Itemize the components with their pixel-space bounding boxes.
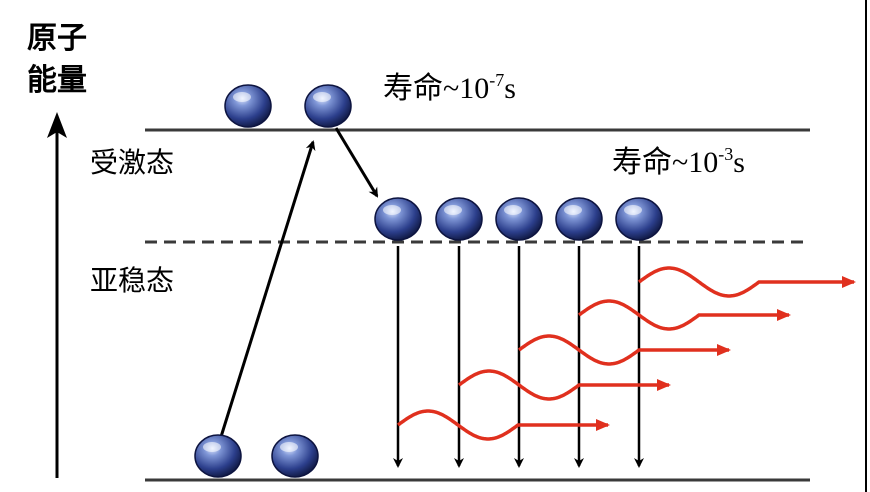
metastable-particle xyxy=(435,197,483,241)
excited-lifetime: 寿命~10-7s xyxy=(383,70,516,105)
excited-particle xyxy=(304,84,352,128)
metastable-lifetime: 寿命~10-3s xyxy=(612,144,745,179)
photon-wave xyxy=(396,409,610,441)
axis-label-line1: 原子 xyxy=(27,21,87,56)
photon-wave xyxy=(517,334,731,366)
metastable-particle xyxy=(555,197,603,241)
photon-wave xyxy=(457,369,671,401)
pump-arrow xyxy=(218,140,316,441)
metastable-particle xyxy=(374,197,422,241)
ground-particle xyxy=(194,434,242,478)
stimulated-emission-group xyxy=(393,246,644,468)
photon-wave xyxy=(637,266,856,298)
photon-wave xyxy=(577,299,791,331)
relaxation-arrow xyxy=(334,127,379,198)
metastable-particles xyxy=(374,197,663,241)
ground-particles xyxy=(194,434,319,478)
excited-level-name: 受激态 xyxy=(90,146,174,179)
axis-label-line2: 能量 xyxy=(27,63,87,98)
metastable-level-name: 亚稳态 xyxy=(90,264,174,297)
excited-particles xyxy=(224,84,352,128)
metastable-particle xyxy=(615,197,663,241)
photon-waves-group xyxy=(396,266,856,441)
metastable-particle xyxy=(495,197,543,241)
excited-particle xyxy=(224,84,272,128)
ground-particle xyxy=(271,434,319,478)
energy-axis-arrowhead xyxy=(47,112,67,138)
